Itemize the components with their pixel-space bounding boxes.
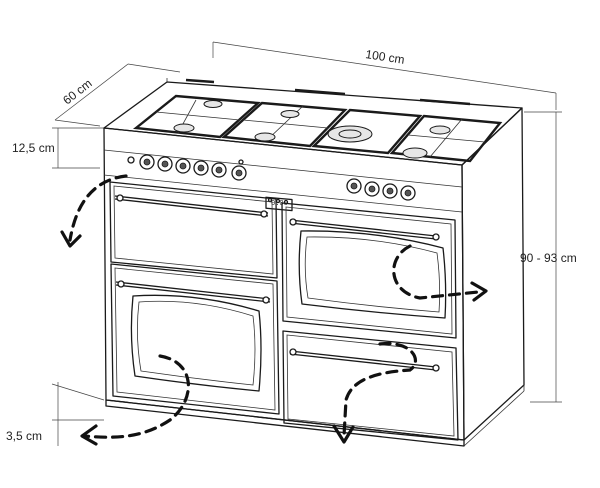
knob-2 <box>157 156 173 172</box>
clock-display <box>265 196 293 212</box>
burner-front-left <box>173 123 195 133</box>
knob-7 <box>346 178 362 194</box>
plinth-height-label: 3,5 cm <box>6 429 42 443</box>
dimension-hob-height: 12,5 cm <box>12 127 104 169</box>
dimension-width: 100 cm <box>212 41 557 110</box>
clock-display-text: 0:00 <box>271 200 288 208</box>
second-oven-open-arrow <box>392 244 488 302</box>
burner-front-right <box>402 147 428 159</box>
width-label: 100 cm <box>365 47 406 67</box>
main-oven-handle <box>115 281 271 300</box>
grill-door <box>109 181 278 279</box>
burner-back-right <box>429 125 451 135</box>
right-control-knobs <box>346 178 416 201</box>
ignition-button <box>127 156 135 164</box>
hob-top <box>103 81 523 166</box>
main-oven-door <box>110 263 280 415</box>
hob-height-label: 12,5 cm <box>12 141 55 155</box>
dimension-height: 90 - 93 cm <box>520 111 577 403</box>
knob-6 <box>231 165 247 181</box>
drawer-open-arrow <box>332 341 417 444</box>
second-oven-handle <box>289 219 437 237</box>
main-oven-window <box>130 294 262 392</box>
dimension-depth: 60 cm <box>54 63 181 127</box>
second-oven-window <box>298 230 447 319</box>
clock-button-2 <box>275 198 281 204</box>
burner-wok-inner <box>338 129 362 139</box>
burner-back-middle <box>280 110 300 118</box>
storage-drawer <box>282 330 459 441</box>
knob-9 <box>382 183 398 199</box>
knob-5 <box>211 162 227 178</box>
knob-10 <box>400 185 416 201</box>
knob-4 <box>193 160 209 176</box>
burner-front-middle <box>254 132 276 142</box>
grill-door-open-arrow <box>60 174 128 248</box>
knob-1 <box>139 154 155 170</box>
left-control-knobs <box>127 154 247 181</box>
hob-grates <box>132 94 503 163</box>
cooker-body <box>103 78 525 447</box>
knob-3 <box>175 158 191 174</box>
indicator-light <box>238 159 244 165</box>
height-label: 90 - 93 cm <box>520 251 577 265</box>
main-oven-open-arrow <box>80 354 190 446</box>
rear-vents <box>185 78 471 106</box>
dimension-plinth: 3,5 cm <box>6 382 105 446</box>
second-oven-door <box>281 202 457 339</box>
burner-back-left <box>203 100 223 108</box>
drawer-handle <box>289 350 437 368</box>
knob-8 <box>364 181 380 197</box>
burners <box>173 100 451 159</box>
grill-handle <box>114 195 269 214</box>
